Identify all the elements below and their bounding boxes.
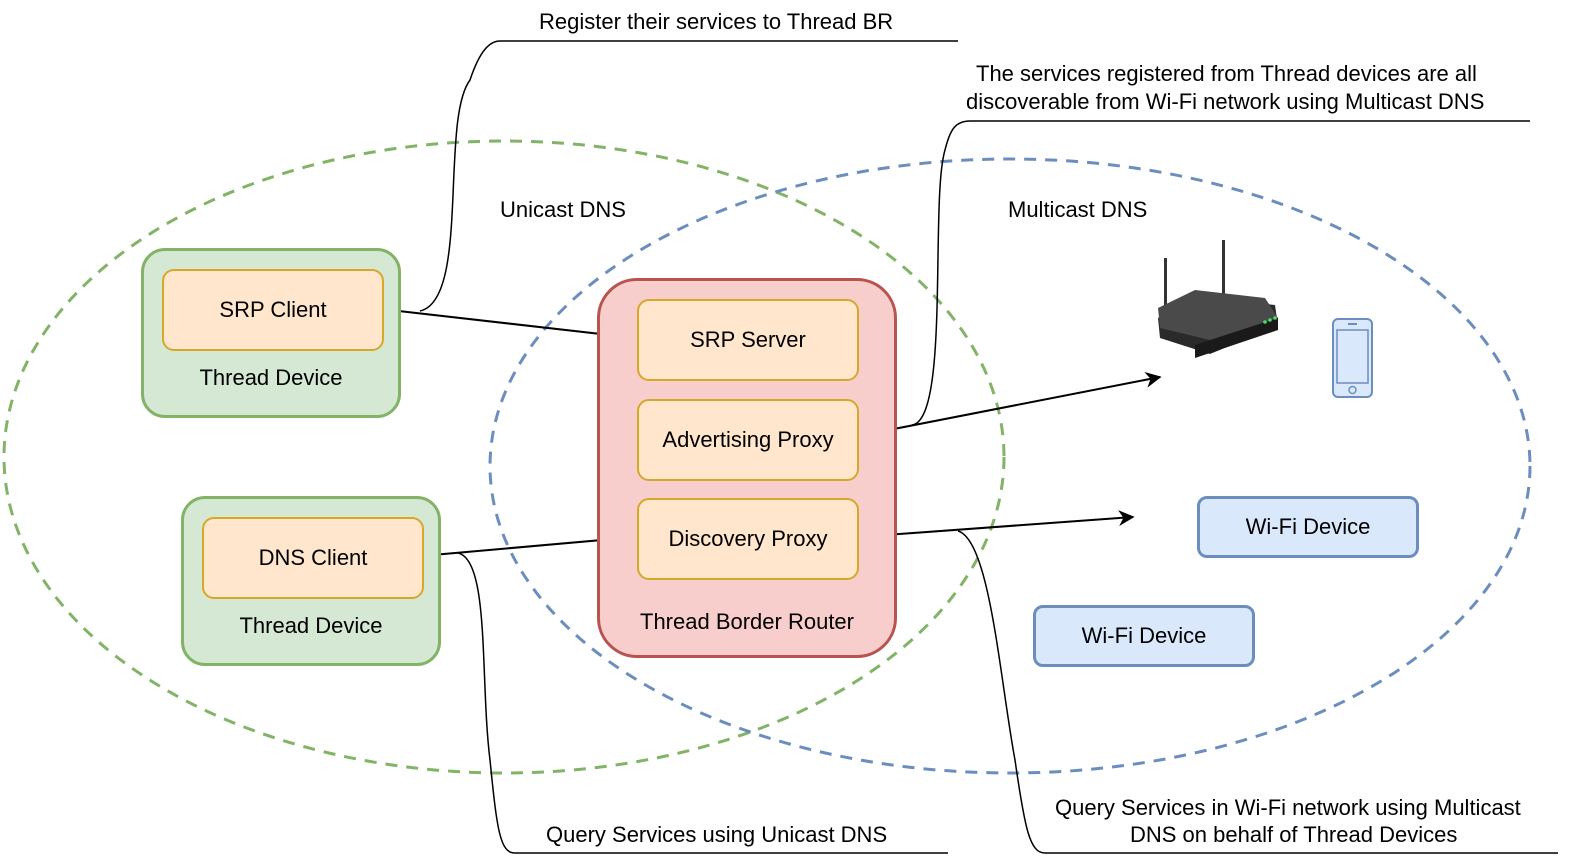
wifi-device-2[interactable]: Wi-Fi Device xyxy=(1033,605,1255,667)
smartphone-icon xyxy=(1332,318,1373,398)
discoverable-annotation-line1: The services registered from Thread devi… xyxy=(976,61,1477,86)
srp-server[interactable]: SRP Server xyxy=(637,299,859,381)
srp-client[interactable]: SRP Client xyxy=(162,269,384,351)
thread-device-1-label: Thread Device xyxy=(199,365,343,390)
register-callout-line xyxy=(419,40,958,312)
advertising-proxy-to-router-arrow xyxy=(857,371,1162,437)
multicast-dns-region xyxy=(488,157,1532,775)
thread-border-router-label: Thread Border Router xyxy=(640,609,854,634)
unicast-dns-label: Unicast DNS xyxy=(500,197,626,222)
thread-device-2-label: Thread Device xyxy=(239,613,383,638)
discoverable-callout-line xyxy=(911,120,1530,426)
thread-device-2[interactable]: DNS Client Thread Device xyxy=(181,496,441,666)
multicast-dns-label: Multicast DNS xyxy=(1008,197,1148,222)
query-unicast-annotation: Query Services using Unicast DNS xyxy=(546,822,888,847)
discoverable-annotation-line2: discoverable from Wi-Fi network using Mu… xyxy=(966,89,1485,114)
query-multicast-annotation-line2: DNS on behalf of Thread Devices xyxy=(1130,822,1458,847)
query-multicast-callout-line xyxy=(957,530,1558,854)
wifi-device-1[interactable]: Wi-Fi Device xyxy=(1197,496,1419,558)
unicast-dns-region xyxy=(2,139,1006,775)
srp-client-to-srp-server-arrow xyxy=(380,308,638,345)
query-unicast-callout-line xyxy=(457,552,948,854)
thread-border-router[interactable]: SRP Server Advertising Proxy Discovery P… xyxy=(597,278,897,658)
query-multicast-annotation-line1: Query Services in Wi-Fi network using Mu… xyxy=(1055,795,1521,820)
dns-client[interactable]: DNS Client xyxy=(202,517,424,599)
discovery-proxy[interactable]: Discovery Proxy xyxy=(637,498,859,580)
advertising-proxy[interactable]: Advertising Proxy xyxy=(637,399,859,481)
wifi-router-icon xyxy=(1158,240,1278,358)
thread-device-1[interactable]: SRP Client Thread Device xyxy=(141,248,401,418)
register-annotation: Register their services to Thread BR xyxy=(539,9,894,34)
discovery-proxy-to-wifi-arrow xyxy=(857,510,1135,538)
